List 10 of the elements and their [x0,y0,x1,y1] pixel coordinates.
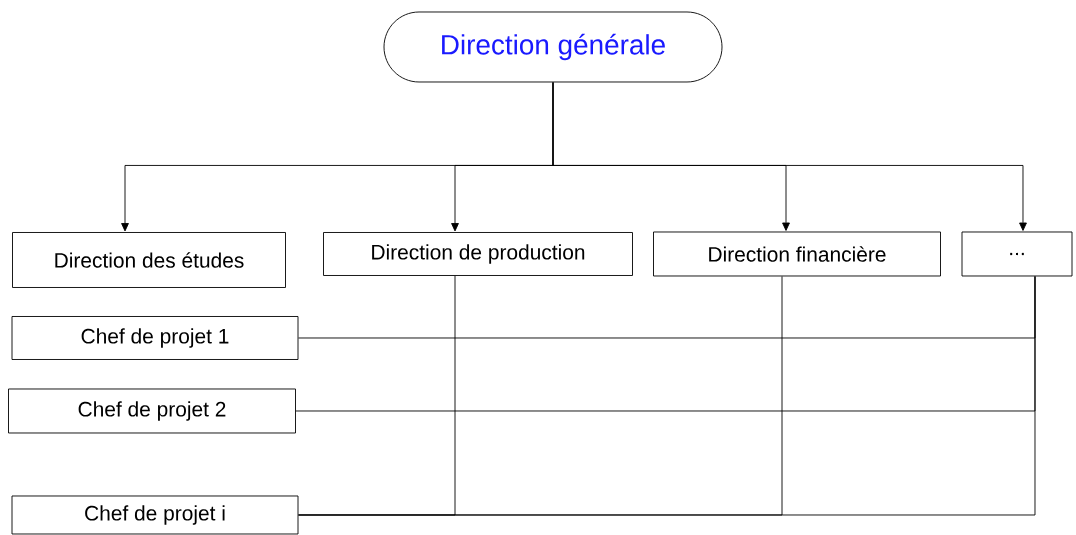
process-box: Chef de projet 1 [11,316,299,360]
process-box: Direction financière [653,231,941,277]
process-box: Chef de projet 2 [8,388,296,434]
process-box: Chef de projet i [11,495,299,535]
rounded-box: Direction générale [383,11,723,83]
connector-line [298,276,1036,516]
process-box: ... [961,231,1073,277]
process-box: Direction de production [323,232,633,276]
process-box: Direction des études [12,232,286,288]
connector-arrow [552,82,1027,231]
